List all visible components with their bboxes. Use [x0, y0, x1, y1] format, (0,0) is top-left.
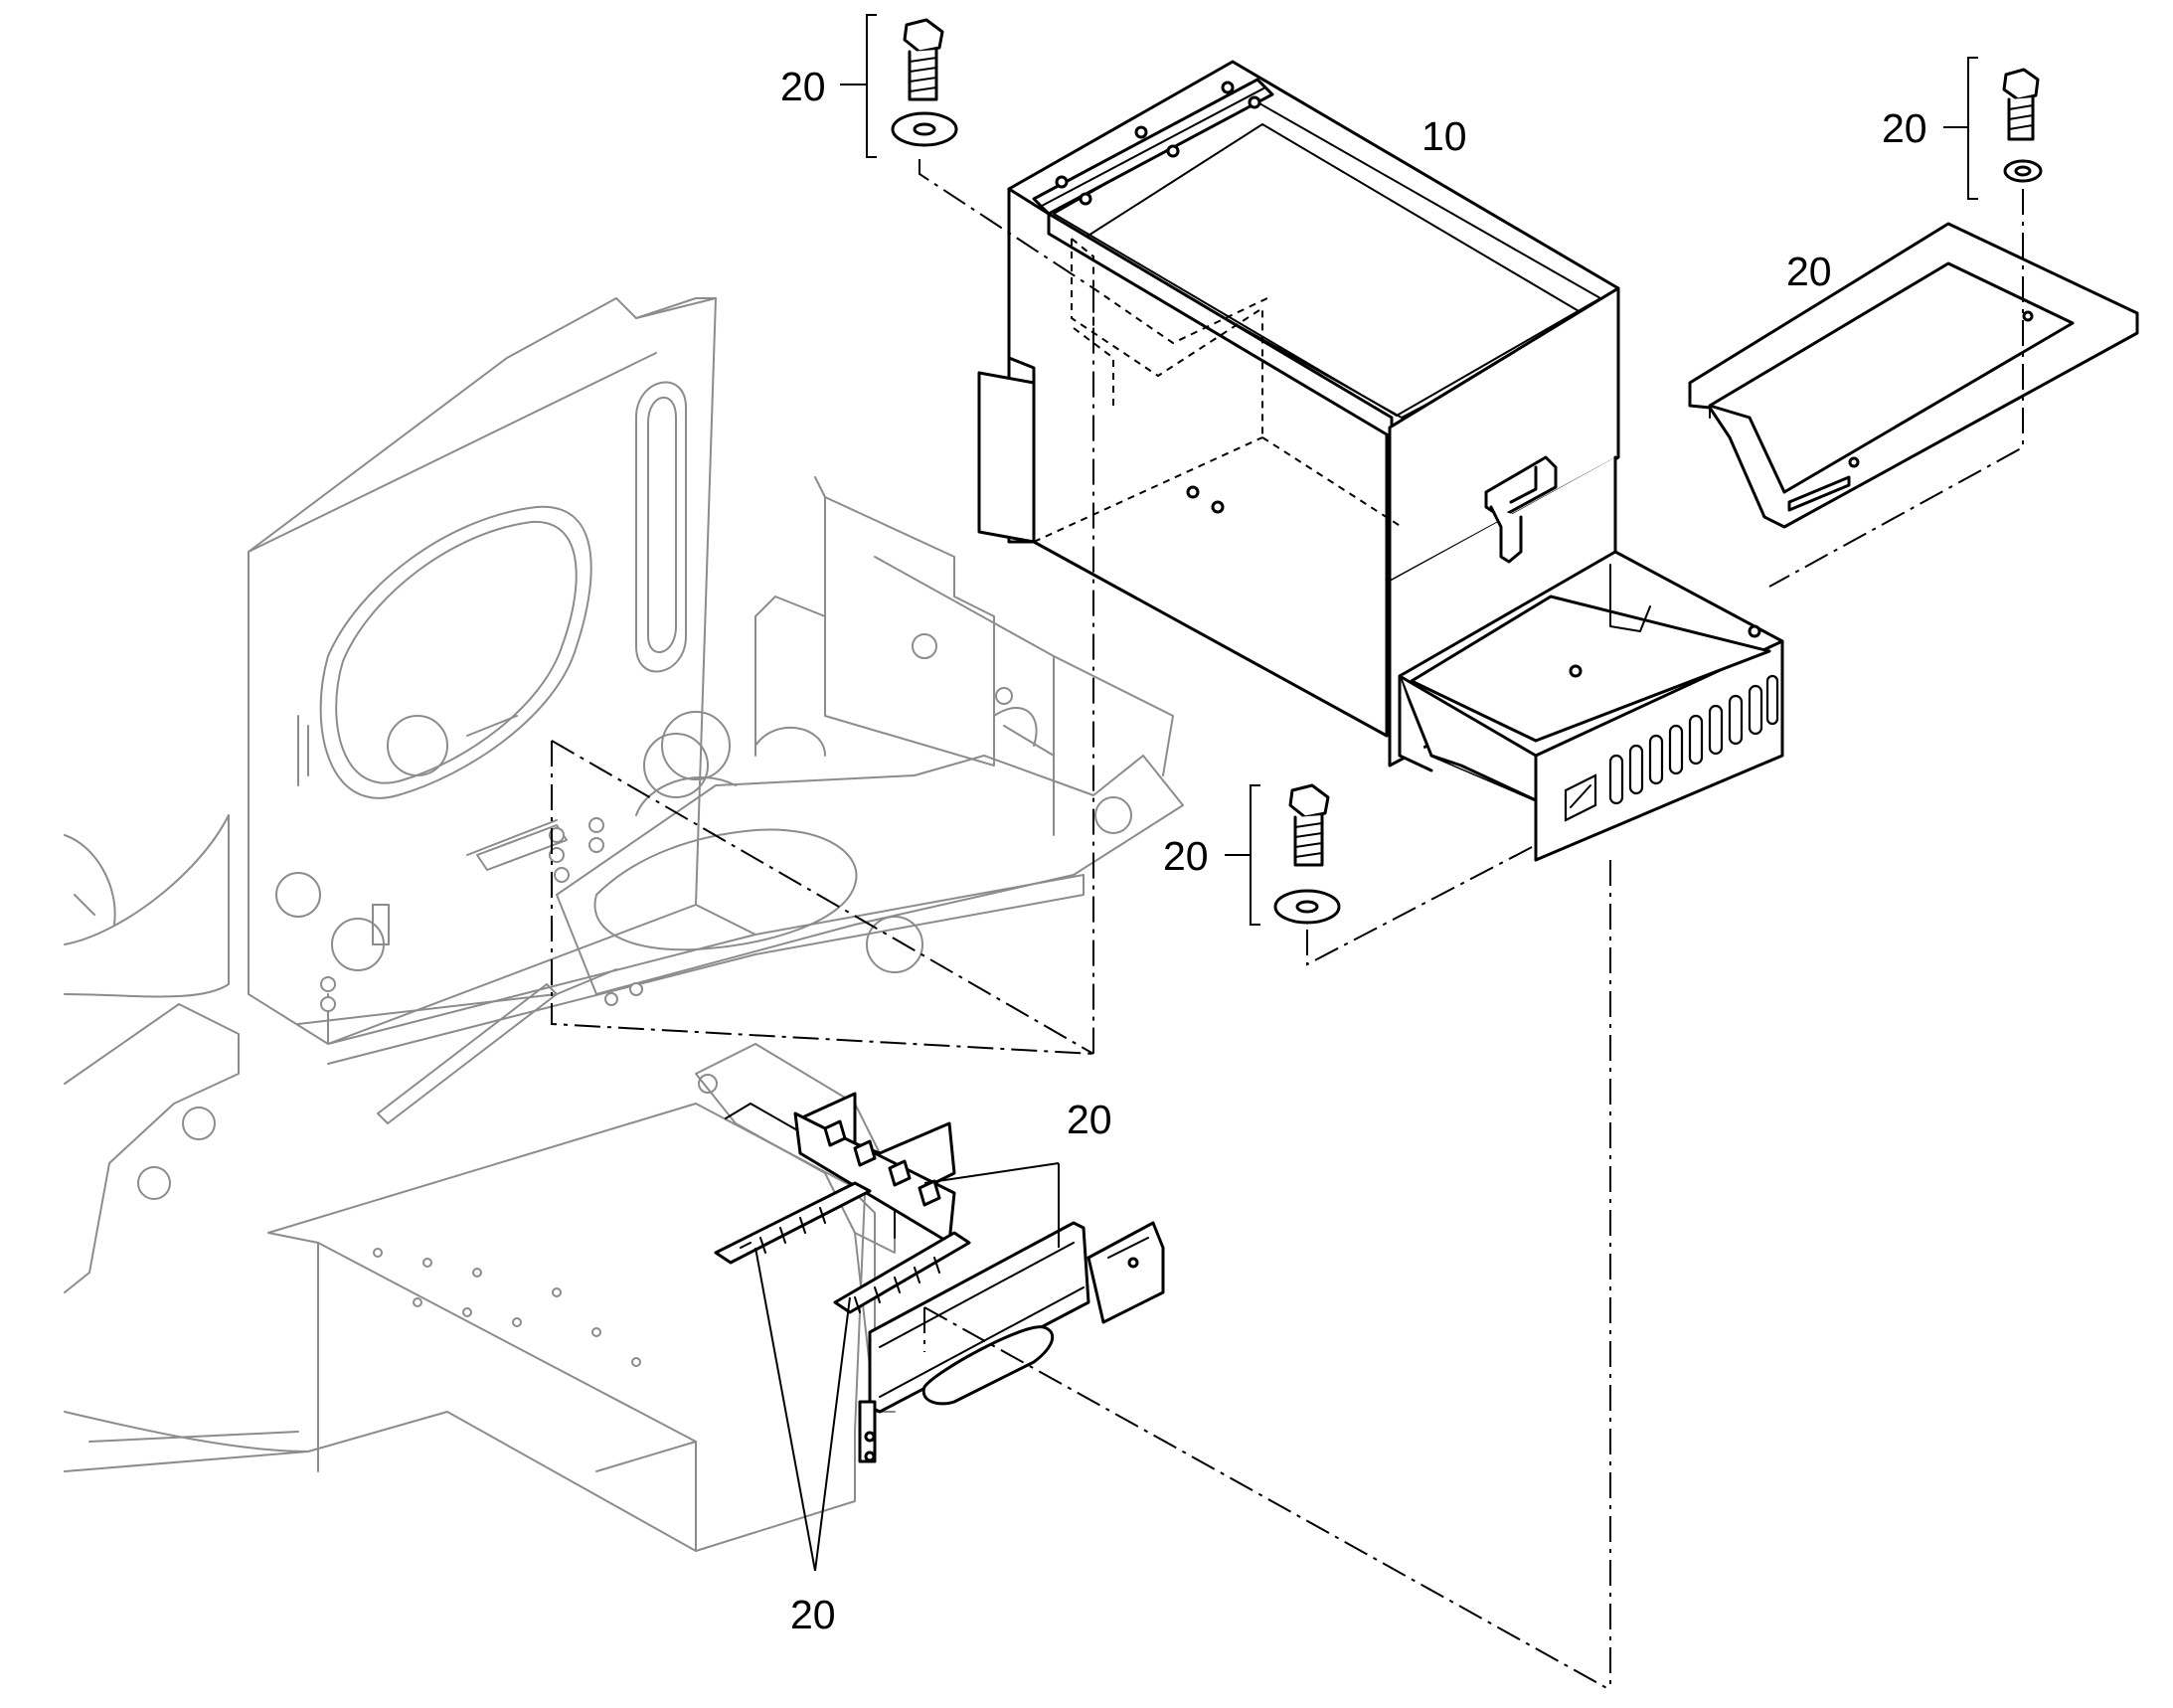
- callout-20-hold-down-frame: 20: [1786, 249, 1832, 294]
- callout-20-top-right: 20: [1882, 105, 1927, 151]
- callout-20-bracket-upper: 20: [1067, 1097, 1112, 1142]
- bottom-bracket: [714, 1092, 1165, 1463]
- bolt-washer-top-left: [891, 18, 958, 147]
- callout-20-mid-bolt: 20: [1163, 833, 1209, 879]
- latch-handle: [1484, 455, 1558, 564]
- bolt-washer-mid: [1273, 783, 1341, 925]
- hinge-screws: [1055, 81, 1261, 206]
- callout-20-bracket-lower: 20: [790, 1592, 836, 1637]
- machine-frame-ghost: [64, 297, 1184, 1552]
- battery-tray: [1398, 550, 1784, 862]
- bolt-washer-top-right: [2002, 68, 2043, 183]
- callout-labels: 20 10 20 20 20 20 20: [780, 64, 1927, 1637]
- vent-slots: [1608, 674, 1779, 805]
- callout-20-top-left: 20: [780, 64, 826, 109]
- callout-leaders: [754, 14, 1978, 1572]
- hold-down-frame: [1688, 222, 2139, 529]
- callout-10-battery-box: 10: [1421, 113, 1467, 159]
- battery-box: [977, 60, 1784, 862]
- alignment-lines: [551, 159, 2024, 1691]
- stud-cluster-ghost: [320, 817, 643, 1012]
